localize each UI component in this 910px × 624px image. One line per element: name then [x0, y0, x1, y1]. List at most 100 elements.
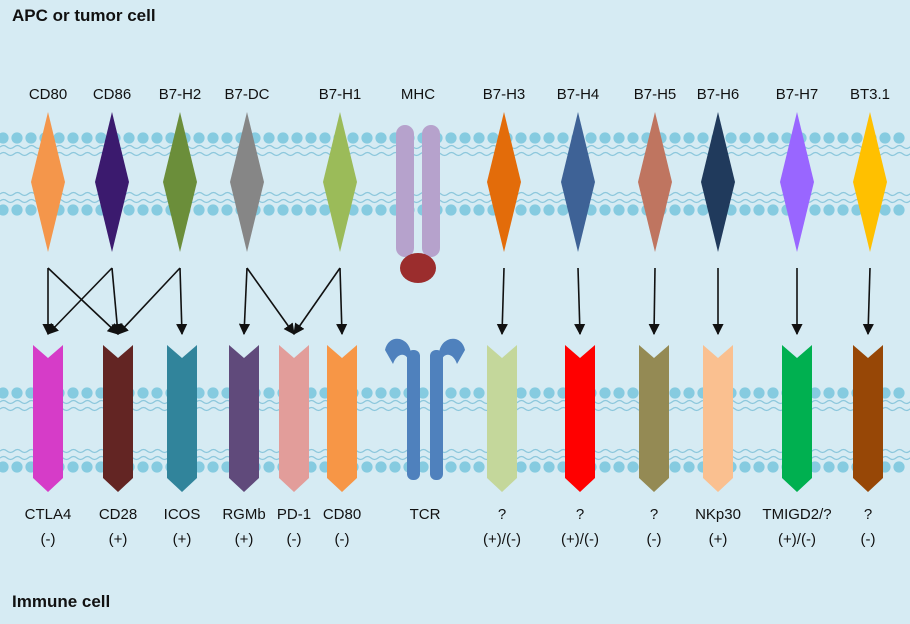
lipid-head — [767, 461, 779, 473]
lipid-head — [0, 387, 9, 399]
lipid-head — [11, 204, 23, 216]
ligand-label-b7h5: B7-H5 — [633, 86, 677, 103]
lipid-head — [305, 204, 317, 216]
lipid-head — [697, 132, 709, 144]
lipid-tails — [0, 198, 910, 204]
lipid-head — [0, 204, 9, 216]
lipid-head — [151, 132, 163, 144]
receptor-effect-unk2: (+)/(-) — [561, 531, 599, 548]
arrow-cd86-to-cd28 — [111, 267, 123, 336]
ligand-label-b7h3: B7-H3 — [482, 86, 526, 103]
lipid-tails — [0, 151, 910, 157]
lipid-head — [487, 132, 499, 144]
lipid-head — [809, 204, 821, 216]
lipid-head — [529, 204, 541, 216]
lipid-head — [543, 387, 555, 399]
ligand-label-b7h6: B7-H6 — [696, 86, 740, 103]
lipid-head — [613, 132, 625, 144]
ligand-label-b7dc: B7-DC — [224, 86, 270, 103]
lipid-head — [739, 461, 751, 473]
receptors — [33, 338, 883, 492]
lipid-head — [683, 461, 695, 473]
receptor-effect-unk4: (-) — [860, 531, 876, 548]
lipid-head — [767, 387, 779, 399]
lipid-head — [739, 132, 751, 144]
lipid-head — [389, 461, 401, 473]
ligand-b7h2 — [163, 112, 197, 252]
arrow-b7dc-to-pd1 — [246, 267, 295, 335]
receptor-effect-pd1: (-) — [286, 531, 302, 548]
lipid-head — [683, 132, 695, 144]
receptor-label-unk4: ? — [863, 506, 873, 523]
tcr-alpha-chain — [407, 350, 420, 480]
lipid-head — [459, 132, 471, 144]
mhc-peptide — [400, 253, 436, 283]
ligand-b7h5 — [638, 112, 672, 252]
lipid-head — [291, 132, 303, 144]
receptor-effect-cd80r: (-) — [334, 531, 350, 548]
lipid-head — [515, 132, 527, 144]
lipid-head — [851, 132, 863, 144]
receptor-label-unk2: ? — [575, 506, 585, 523]
ligand-label-cd80: CD80 — [28, 86, 68, 103]
arrow-b7h1-to-cd80r — [336, 267, 348, 336]
lipid-head — [543, 132, 555, 144]
lipid-head — [823, 387, 835, 399]
receptor-label-icos: ICOS — [163, 506, 201, 523]
lipid-tails — [0, 191, 910, 197]
lipid-head — [529, 461, 541, 473]
lipid-head — [627, 132, 639, 144]
lipid-head — [627, 387, 639, 399]
lipid-head — [137, 461, 149, 473]
lipid-head — [151, 204, 163, 216]
receptor-effect-unk3: (-) — [646, 531, 662, 548]
lipid-head — [263, 132, 275, 144]
lipid-head — [95, 132, 107, 144]
receptor-label-rgmb: RGMb — [222, 506, 266, 523]
receptor-nkp30 — [703, 345, 733, 492]
receptor-effect-ctla4: (-) — [40, 531, 56, 548]
lipid-head — [123, 132, 135, 144]
lipid-head — [319, 204, 331, 216]
lipid-head — [557, 204, 569, 216]
lipid-head — [459, 204, 471, 216]
lipid-head — [221, 204, 233, 216]
lipid-head — [459, 461, 471, 473]
lipid-head — [445, 387, 457, 399]
lipid-head — [529, 387, 541, 399]
lipid-head — [613, 387, 625, 399]
lipid-head — [725, 132, 737, 144]
lipid-head — [11, 461, 23, 473]
lipid-head — [669, 132, 681, 144]
lipid-head — [375, 204, 387, 216]
lipid-head — [445, 461, 457, 473]
lipid-head — [515, 204, 527, 216]
receptor-ctla4 — [33, 345, 63, 492]
receptor-unk3 — [639, 345, 669, 492]
lipid-head — [529, 132, 541, 144]
ligand-bt31 — [853, 112, 887, 252]
lipid-head — [445, 132, 457, 144]
lipid-head — [263, 461, 275, 473]
lipid-head — [417, 461, 429, 473]
lipid-head — [837, 461, 849, 473]
lipid-head — [81, 387, 93, 399]
lipid-head — [683, 387, 695, 399]
ligands — [31, 112, 887, 283]
lipid-head — [389, 387, 401, 399]
lipid-head — [137, 132, 149, 144]
lipid-head — [25, 204, 37, 216]
lipid-head — [137, 204, 149, 216]
arrow-cd86-to-ctla4 — [47, 267, 113, 335]
lipid-head — [669, 387, 681, 399]
lipid-head — [221, 132, 233, 144]
receptor-label-nkp30: NKp30 — [695, 506, 741, 523]
lipid-head — [291, 204, 303, 216]
receptor-label-cd28: CD28 — [98, 506, 138, 523]
lipid-head — [809, 461, 821, 473]
receptor-label-ctla4: CTLA4 — [24, 506, 72, 523]
lipid-head — [809, 387, 821, 399]
ligand-label-b7h2: B7-H2 — [158, 86, 202, 103]
lipid-head — [193, 132, 205, 144]
